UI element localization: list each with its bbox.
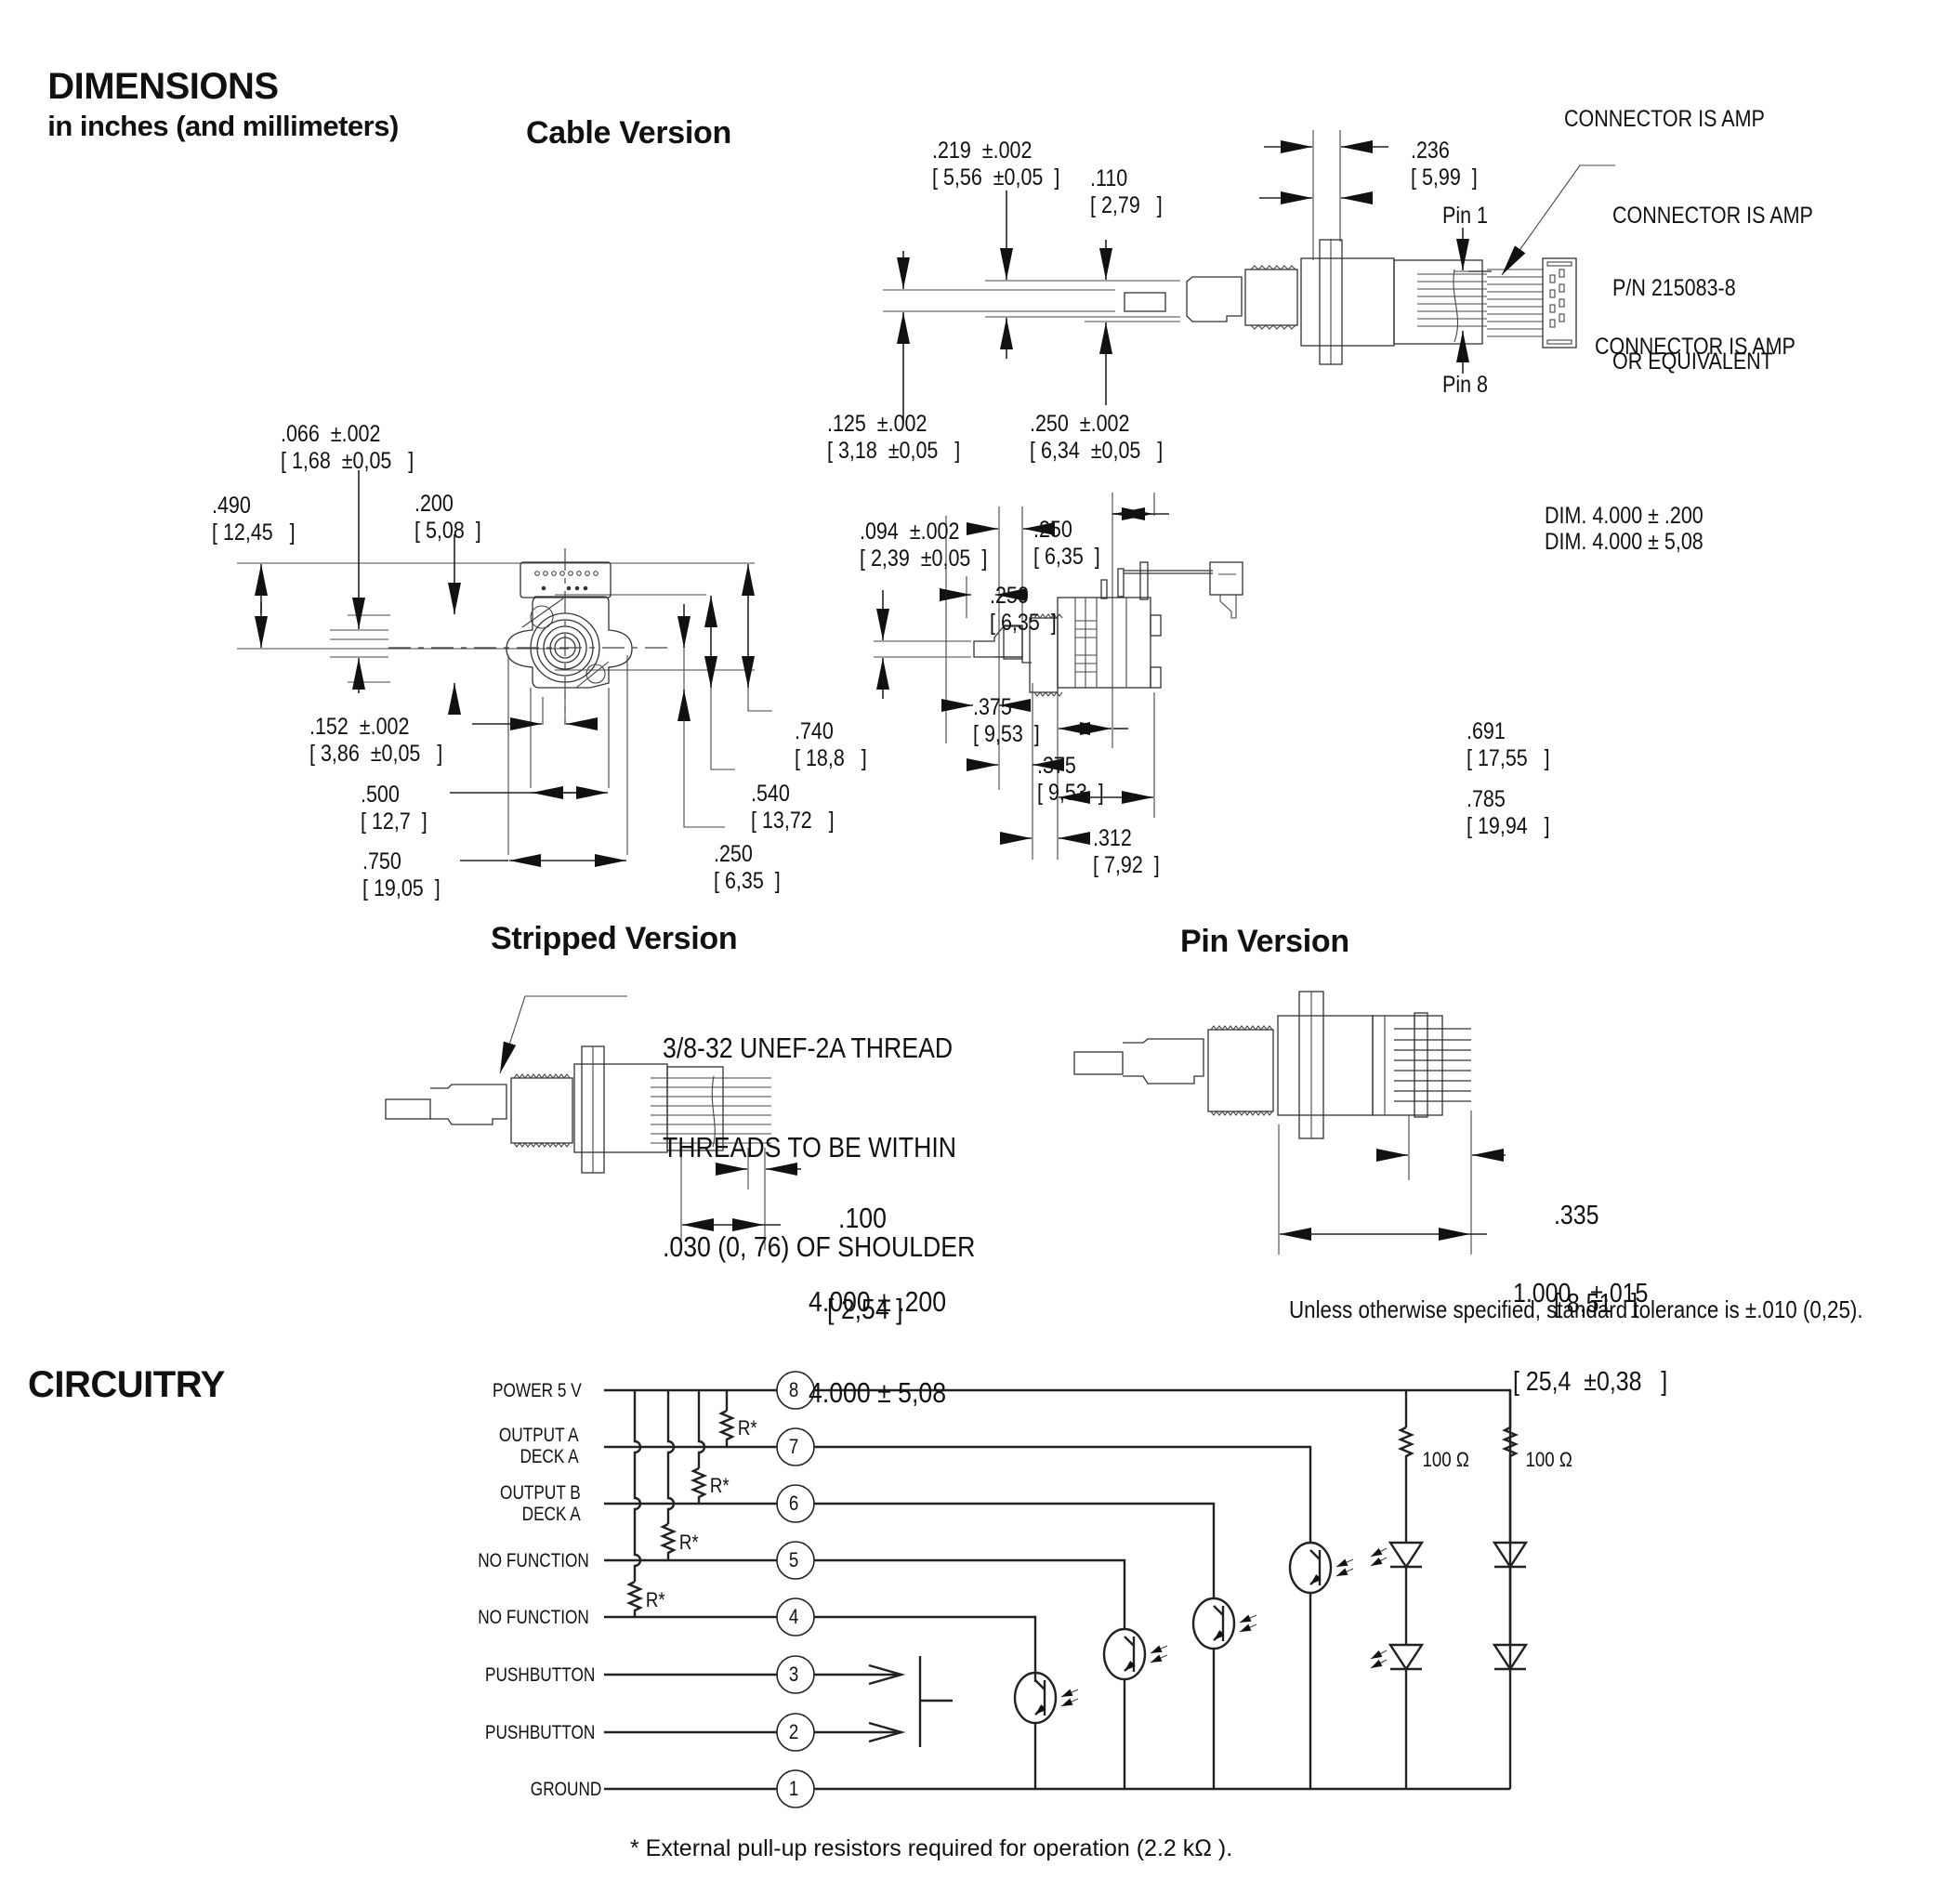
dim-4000-stripped: 4.000 ± .200 4.000 ± 5,08 bbox=[809, 1285, 947, 1409]
connector-note-top: CONNECTOR IS AMP bbox=[1564, 106, 1765, 132]
dim-312: .312[ 7,92 ] bbox=[1093, 825, 1160, 878]
dim-152: .152 ±.002[ 3,86 ±0,05 ] bbox=[309, 714, 443, 767]
dim-110: .110[ 2,79 ] bbox=[1090, 165, 1163, 218]
cable-version-title: Cable Version bbox=[526, 115, 731, 151]
pin-version-title: Pin Version bbox=[1180, 924, 1349, 959]
pin-8-label: POWER 5 V bbox=[493, 1380, 582, 1401]
dim-375-b: .375[ 9,53 ] bbox=[1037, 753, 1104, 806]
phototransistor-3 bbox=[1191, 1597, 1257, 1789]
dimensions-subtitle: in inches (and millimeters) bbox=[47, 110, 399, 142]
led-branch-1 bbox=[1370, 1426, 1425, 1789]
front-view-drawing bbox=[237, 470, 772, 867]
pin-number-6: 6 bbox=[788, 1492, 799, 1515]
cable-version-drawing bbox=[883, 130, 1615, 423]
pullup-resistor-label: R* bbox=[645, 1588, 665, 1611]
dim-100: .100 [ 2,54 ] bbox=[827, 1202, 903, 1325]
dim-750: .750[ 19,05 ] bbox=[362, 848, 441, 901]
stripped-version-drawing bbox=[385, 995, 801, 1250]
dim-335: .335 [ 8,51 ] bbox=[1554, 1200, 1638, 1320]
pin-5-label: NO FUNCTION bbox=[478, 1550, 589, 1571]
tolerance-note: Unless otherwise specified, standard tol… bbox=[1289, 1295, 1863, 1323]
phototransistor-1 bbox=[1013, 1671, 1079, 1789]
circuit-footnote: * External pull-up resistors required fo… bbox=[630, 1835, 1233, 1861]
stripped-version-title: Stripped Version bbox=[491, 921, 738, 956]
pin-number-5: 5 bbox=[788, 1548, 799, 1571]
dim-375-a: .375[ 9,53 ] bbox=[973, 694, 1040, 747]
pullup-resistor-label: R* bbox=[709, 1474, 730, 1497]
dim-740: .740[ 18,8 ] bbox=[795, 718, 867, 771]
dim-691: .691[ 17,55 ] bbox=[1467, 718, 1550, 771]
dim-490: .490[ 12,45 ] bbox=[212, 493, 296, 546]
pin-number-3: 3 bbox=[788, 1663, 799, 1686]
dim-250-side-b: .250[ 6,35 ] bbox=[990, 583, 1057, 636]
connector-note-part: CONNECTOR IS AMP P/N 215083-8 OR EQUIVAL… bbox=[1612, 202, 1813, 375]
pin-8-label: Pin 8 bbox=[1442, 372, 1489, 398]
dim-250-front: .250[ 6,35 ] bbox=[714, 841, 781, 894]
dim-200: .200[ 5,08 ] bbox=[414, 491, 481, 544]
side-view-drawing bbox=[874, 493, 1243, 860]
phototransistor-2 bbox=[1102, 1627, 1168, 1789]
led-resistor-label-2: 100 Ω bbox=[1525, 1448, 1572, 1471]
pullup-resistor-label: R* bbox=[737, 1416, 757, 1439]
pin-number-8: 8 bbox=[788, 1378, 799, 1401]
dim-1000: 1.000 ±.015 [ 25,4 ±0,38 ] bbox=[1513, 1278, 1668, 1398]
dimensions-heading: DIMENSIONS in inches (and millimeters) bbox=[28, 31, 399, 142]
dim-125: .125 ±.002[ 3,18 ±0,05 ] bbox=[827, 411, 961, 464]
dim-540: .540[ 13,72 ] bbox=[751, 781, 835, 834]
pin-3-label: PUSHBUTTON bbox=[484, 1664, 595, 1686]
pin-version-drawing bbox=[1073, 991, 1506, 1255]
led-resistor-label-1: 100 Ω bbox=[1422, 1448, 1469, 1471]
dim-236: .236[ 5,99 ] bbox=[1411, 138, 1478, 191]
thread-note: 3/8-32 UNEF-2A THREAD THREADS TO BE WITH… bbox=[663, 1032, 976, 1264]
pin-number-1: 1 bbox=[788, 1777, 799, 1800]
dim-250-shaft: .250 ±.002[ 6,34 ±0,05 ] bbox=[1030, 411, 1164, 464]
pin-1-label: Pin 1 bbox=[1442, 203, 1489, 229]
dim-066: .066 ±.002[ 1,68 ±0,05 ] bbox=[281, 421, 414, 474]
pullup-resistor-label: R* bbox=[678, 1531, 699, 1554]
pin-number-2: 2 bbox=[788, 1720, 799, 1743]
led-branch-2 bbox=[1492, 1426, 1529, 1672]
dim-785: .785[ 19,94 ] bbox=[1467, 786, 1550, 839]
circuit-schematic bbox=[604, 1371, 1529, 1808]
dim-500: .500[ 12,7 ] bbox=[361, 782, 428, 835]
connector-note-bottom: CONNECTOR IS AMP bbox=[1595, 334, 1796, 360]
dim-094: .094 ±.002[ 2,39 ±0,05 ] bbox=[860, 519, 988, 572]
pin-4-label: NO FUNCTION bbox=[478, 1607, 589, 1628]
dim-219: .219 ±.002[ 5,56 ±0,05 ] bbox=[932, 138, 1060, 191]
dimensions-title: DIMENSIONS bbox=[47, 66, 279, 107]
pin-number-7: 7 bbox=[788, 1435, 799, 1458]
pin-number-4: 4 bbox=[788, 1605, 799, 1628]
pin-1-label: GROUND bbox=[530, 1779, 601, 1800]
pin-2-label: PUSHBUTTON bbox=[484, 1722, 595, 1743]
dim-250-side-a: .250[ 6,35 ] bbox=[1033, 517, 1100, 570]
phototransistor-4 bbox=[1288, 1541, 1354, 1789]
circuitry-title: CIRCUITRY bbox=[28, 1364, 225, 1405]
